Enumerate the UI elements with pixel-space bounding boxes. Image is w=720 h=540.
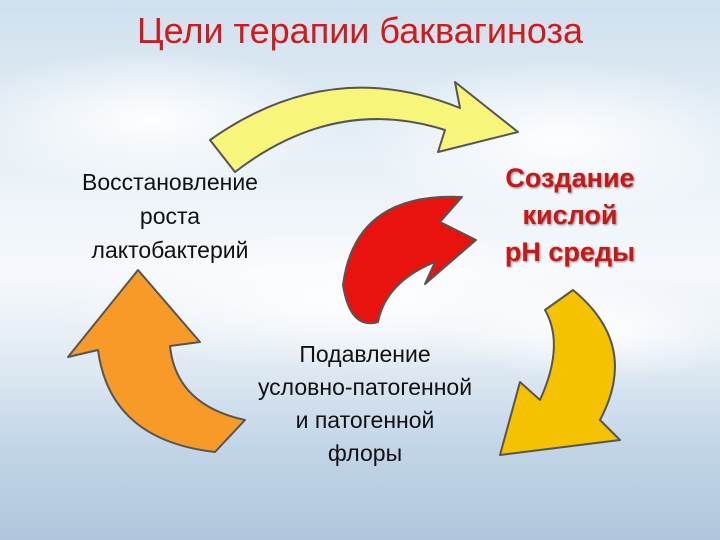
create-line-3: рН среды — [504, 237, 636, 267]
slide-title: Цели терапии баквагиноза — [136, 10, 583, 51]
suppress-flora-label: Подавление условно-патогенной и патогенн… — [215, 338, 515, 470]
create-acid-ph-label: Создание кислой рН среды — [470, 160, 670, 271]
right-arrow-shape — [499, 289, 621, 456]
suppress-line-2: условно-патогенной — [257, 374, 473, 400]
restore-line-3: лактобактерий — [91, 237, 249, 263]
create-line-1: Создание — [505, 163, 635, 193]
suppress-line-1: Подавление — [299, 341, 431, 367]
suppress-line-4: флоры — [327, 440, 403, 466]
restore-lactobacilli-label: Восстановление роста лактобактерий — [35, 165, 305, 267]
top-arrow-shape — [209, 81, 519, 173]
restore-line-1: Восстановление — [82, 169, 258, 195]
left-arrow-shape — [67, 269, 246, 453]
create-line-2: кислой — [522, 200, 618, 230]
center-arrow-shape — [342, 195, 477, 325]
restore-line-2: роста — [139, 203, 201, 229]
suppress-line-3: и патогенной — [295, 407, 435, 433]
